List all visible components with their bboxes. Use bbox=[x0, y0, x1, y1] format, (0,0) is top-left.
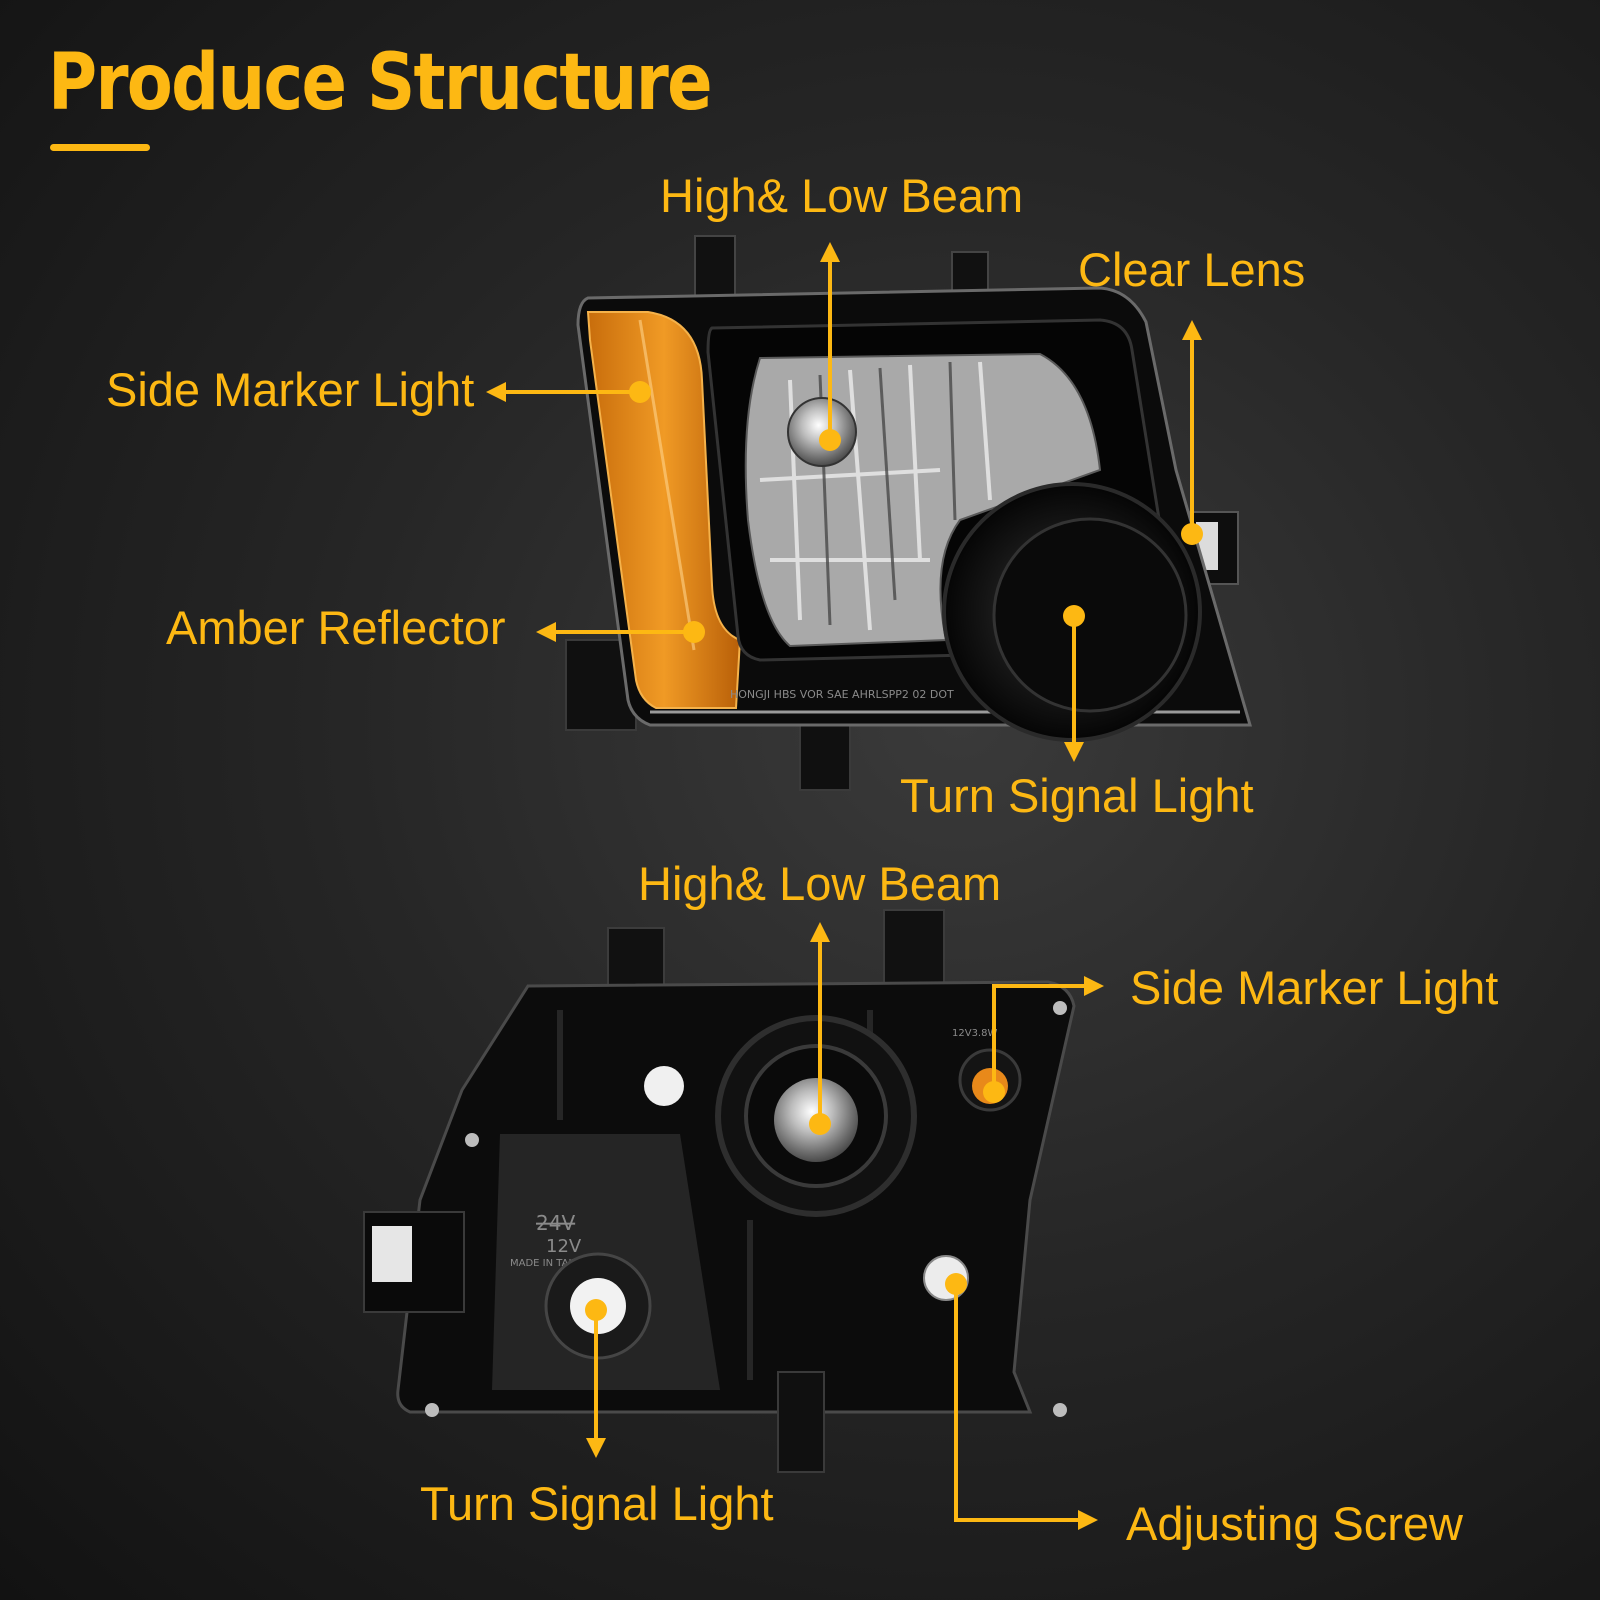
adjusting-screw-callout-line bbox=[954, 1284, 1098, 1530]
lens-imprint: HONGJI HBS VOR SAE AHRLSPP2 02 DOT bbox=[730, 688, 954, 701]
page-title: Produce Structure bbox=[48, 38, 713, 128]
front-top-tab-left bbox=[694, 235, 736, 297]
rear-side-marker-label: Side Marker Light bbox=[1130, 961, 1499, 1014]
rear-high-low-beam-label: High& Low Beam bbox=[638, 857, 1002, 910]
amber-side-marker bbox=[586, 311, 742, 709]
adjusting-screw-callout-dot bbox=[945, 1273, 967, 1295]
voltage-text: 12V bbox=[546, 1236, 582, 1257]
front-turn-signal-callout-dot bbox=[1063, 605, 1085, 627]
rear-connector-insert bbox=[372, 1226, 412, 1282]
rear-callouts bbox=[585, 922, 1104, 1530]
front-turn-signal-label: Turn Signal Light bbox=[900, 769, 1254, 822]
amber-reflector-callout-dot bbox=[683, 621, 705, 643]
origin-text: MADE IN TAIWAN bbox=[510, 1258, 595, 1269]
front-high-low-beam-label: High& Low Beam bbox=[660, 169, 1024, 222]
front-high-low-beam-bulb bbox=[787, 397, 857, 467]
front-clear-lens-label: Clear Lens bbox=[1078, 243, 1306, 296]
front-beam-callout-dot bbox=[819, 429, 841, 451]
rear-white-plug bbox=[644, 1066, 684, 1106]
amber-highlight bbox=[638, 319, 696, 651]
rear-side-marker-callout-line bbox=[992, 976, 1104, 1092]
rear-beam-callout-dot bbox=[809, 1113, 831, 1135]
front-amber-reflector-label: Amber Reflector bbox=[166, 601, 506, 654]
front-headlight: HONGJI HBS VOR SAE AHRLSPP2 02 DOT bbox=[565, 235, 1252, 791]
rear-turn-signal-callout-dot bbox=[585, 1299, 607, 1321]
rear-bottom-bracket bbox=[777, 1371, 825, 1473]
title-underline bbox=[50, 144, 150, 151]
rear-adjusting-screw-label: Adjusting Screw bbox=[1126, 1497, 1463, 1550]
rear-side-marker-callout-dot bbox=[983, 1081, 1005, 1103]
front-callouts bbox=[486, 242, 1203, 762]
front-side-marker-callout-dot bbox=[629, 381, 651, 403]
reflector-facets bbox=[759, 361, 992, 631]
clear-lens-callout-dot bbox=[1181, 523, 1203, 545]
bulb-rating-text: 12V3.8W bbox=[952, 1028, 997, 1039]
front-side-marker-label: Side Marker Light bbox=[106, 363, 475, 416]
voltage-crossed: 24V bbox=[536, 1211, 575, 1235]
rear-turn-signal-label: Turn Signal Light bbox=[420, 1477, 774, 1530]
rear-headlight: 24V 12V MADE IN TAIWAN 12V3.8W bbox=[363, 909, 1076, 1473]
